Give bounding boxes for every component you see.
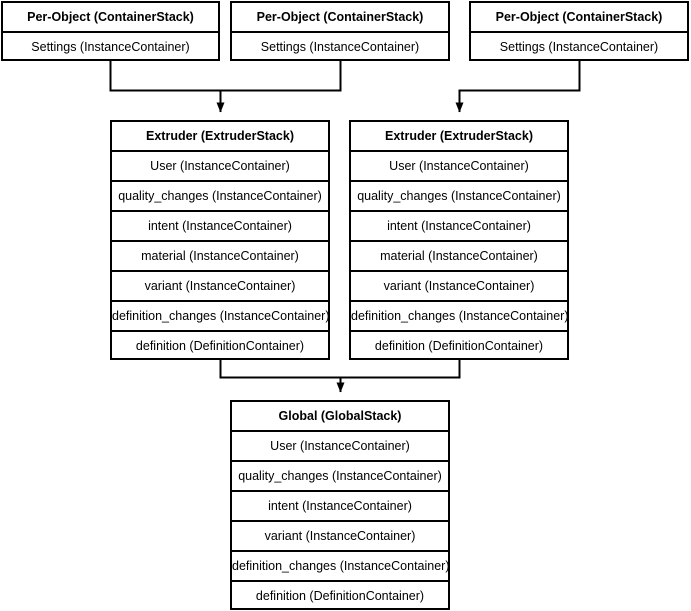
edge-per-object-1-to-extruder-1 [109, 61, 221, 92]
node-row[interactable]: quality_changes (InstanceContainer) [232, 462, 448, 492]
node-row[interactable]: User (InstanceContainer) [351, 152, 567, 182]
node-row[interactable]: definition (DefinitionContainer) [232, 582, 448, 608]
edge-extruder-2-to-global [336, 360, 461, 393]
node-row[interactable]: variant (InstanceContainer) [351, 272, 567, 302]
node-header-per-object-1: Per-Object (ContainerStack) [3, 3, 218, 33]
node-row[interactable]: definition_changes (InstanceContainer) [351, 302, 567, 332]
node-row[interactable]: definition_changes (InstanceContainer) [232, 552, 448, 582]
node-header-per-object-2: Per-Object (ContainerStack) [232, 3, 448, 33]
node-global[interactable]: Global (GlobalStack)User (InstanceContai… [230, 400, 450, 610]
edge-per-object-3-to-extruder-2 [455, 61, 581, 113]
node-row[interactable]: material (InstanceContainer) [112, 242, 328, 272]
node-header-extruder-1: Extruder (ExtruderStack) [112, 122, 328, 152]
node-row[interactable]: material (InstanceContainer) [351, 242, 567, 272]
edge-per-object-2-to-extruder-1 [216, 61, 342, 113]
node-header-global: Global (GlobalStack) [232, 402, 448, 432]
node-row[interactable]: User (InstanceContainer) [112, 152, 328, 182]
node-header-per-object-3: Per-Object (ContainerStack) [471, 3, 687, 33]
node-extruder-1[interactable]: Extruder (ExtruderStack)User (InstanceCo… [110, 120, 330, 360]
node-row[interactable]: quality_changes (InstanceContainer) [351, 182, 567, 212]
node-row[interactable]: Settings (InstanceContainer) [232, 33, 448, 59]
node-extruder-2[interactable]: Extruder (ExtruderStack)User (InstanceCo… [349, 120, 569, 360]
node-row[interactable]: definition_changes (InstanceContainer) [112, 302, 328, 332]
node-per-object-3[interactable]: Per-Object (ContainerStack)Settings (Ins… [469, 1, 689, 61]
node-per-object-1[interactable]: Per-Object (ContainerStack)Settings (Ins… [1, 1, 220, 61]
node-row[interactable]: variant (InstanceContainer) [232, 522, 448, 552]
node-row[interactable]: definition (DefinitionContainer) [351, 332, 567, 358]
node-row[interactable]: definition (DefinitionContainer) [112, 332, 328, 358]
node-row[interactable]: intent (InstanceContainer) [351, 212, 567, 242]
node-row[interactable]: variant (InstanceContainer) [112, 272, 328, 302]
node-row[interactable]: Settings (InstanceContainer) [471, 33, 687, 59]
node-row[interactable]: Settings (InstanceContainer) [3, 33, 218, 59]
node-per-object-2[interactable]: Per-Object (ContainerStack)Settings (Ins… [230, 1, 450, 61]
node-row[interactable]: intent (InstanceContainer) [232, 492, 448, 522]
node-row[interactable]: quality_changes (InstanceContainer) [112, 182, 328, 212]
node-row[interactable]: User (InstanceContainer) [232, 432, 448, 462]
node-header-extruder-2: Extruder (ExtruderStack) [351, 122, 567, 152]
edge-extruder-1-to-global [219, 360, 341, 379]
node-row[interactable]: intent (InstanceContainer) [112, 212, 328, 242]
